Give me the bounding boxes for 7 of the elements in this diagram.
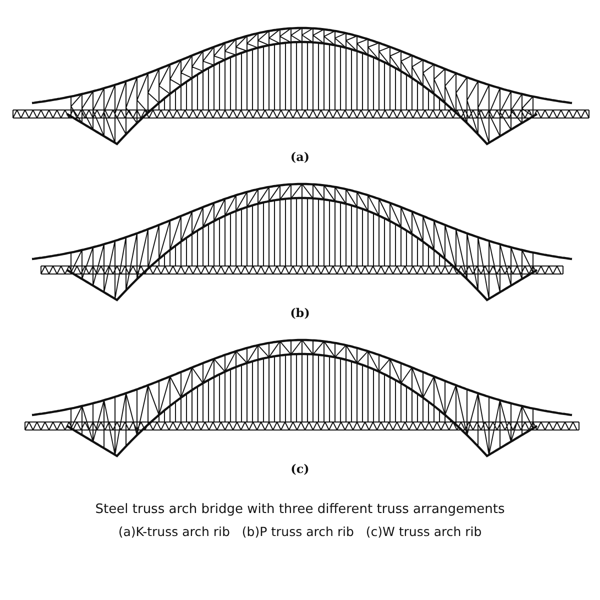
panel-label: (b) <box>290 306 310 320</box>
figure-caption: Steel truss arch bridge with three different truss arrangements <box>95 502 505 517</box>
caption-item: (b)P truss arch rib <box>242 524 354 539</box>
panel-label: (c) <box>290 462 310 476</box>
caption-item: (a)K-truss arch rib <box>118 524 230 539</box>
caption-item: (c)W truss arch rib <box>366 524 482 539</box>
panel-label: (a) <box>290 150 310 164</box>
